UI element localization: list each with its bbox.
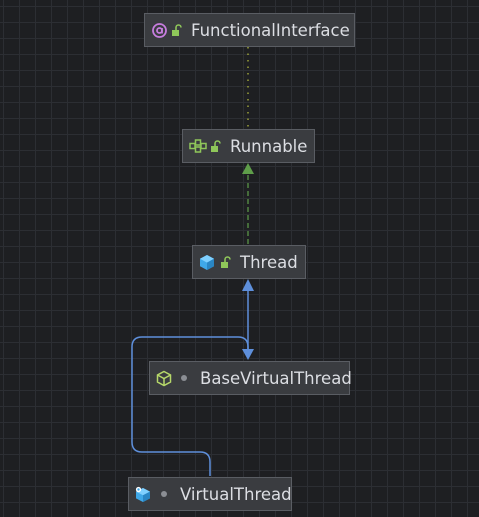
node-virtual-thread[interactable]: VirtualThread (128, 477, 292, 511)
public-lock-icon (220, 255, 232, 269)
abstract-class-icon (156, 370, 172, 387)
final-class-icon (135, 486, 152, 503)
at-annotation-icon (151, 22, 168, 39)
node-label: Thread (240, 252, 298, 272)
node-base-virtual-thread[interactable]: BaseVirtualThread (149, 361, 352, 395)
class-cube-icon (199, 254, 215, 271)
implements-arrowhead (242, 163, 254, 174)
node-label: VirtualThread (180, 484, 292, 504)
node-functional-interface[interactable]: FunctionalInterface (144, 13, 355, 47)
edge-virtualthread-basevirtualthread (131, 336, 249, 476)
node-label: Runnable (230, 136, 308, 156)
extends-arrowhead-basevirtualthread (242, 349, 254, 360)
node-runnable[interactable]: Runnable (182, 129, 315, 163)
interface-icon (189, 139, 207, 153)
extends-arrowhead-thread (242, 279, 254, 291)
public-lock-icon (171, 23, 183, 37)
package-private-dot-icon (180, 374, 188, 382)
node-thread[interactable]: Thread (192, 245, 306, 279)
node-label: FunctionalInterface (191, 20, 350, 40)
public-lock-icon (210, 139, 222, 153)
node-label: BaseVirtualThread (200, 368, 352, 388)
package-private-dot-icon (160, 490, 168, 498)
